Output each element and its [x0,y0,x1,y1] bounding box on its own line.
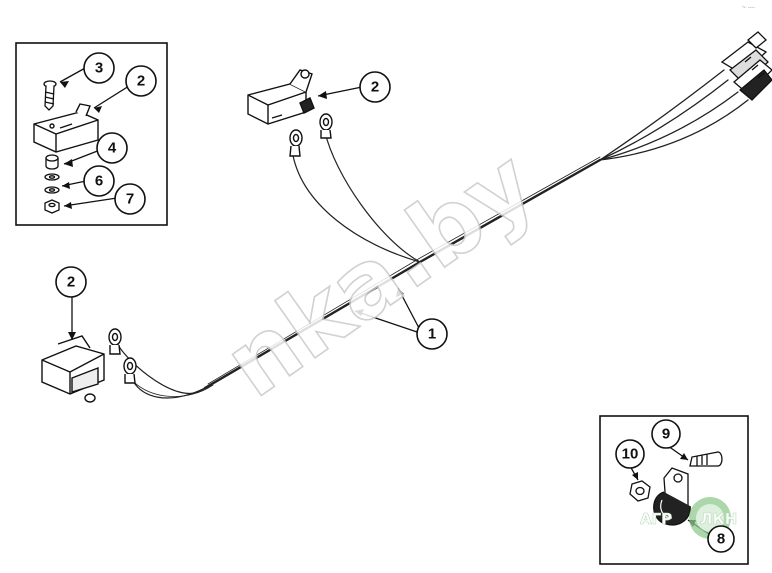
callout-circle [83,165,115,197]
callout-circle [651,419,681,449]
harness-connector [720,31,772,101]
screw-icon [43,80,57,111]
callout-10-inset-clamp: 10 [615,439,645,469]
inset-switch-body [33,103,99,153]
callout-label: 6 [95,173,103,190]
callout-1-main: 1 [416,318,448,350]
callout-3-inset-switch: 3 [83,52,115,84]
callout-circle [114,183,146,215]
callout-9-inset-clamp: 9 [651,419,681,449]
callout-label: 1 [428,326,436,343]
watermark-text: nka.by [206,130,554,418]
callout-group: 1 2 2 3 2 46 7 9 10 8 [55,52,735,553]
callout-circle [707,525,735,553]
svg-text:AГР: AГР [640,510,672,528]
wiring-harness [116,69,749,399]
callout-6-inset-switch: 6 [83,165,115,197]
callout-label: 7 [126,191,134,208]
callout-4-inset-switch: 4 [96,132,128,164]
callout-circle [125,65,157,97]
callout-label: 2 [371,79,379,96]
svg-text:ЛКН: ЛКН [700,510,737,528]
hardware-stack [44,154,60,214]
callout-label: 8 [717,531,725,548]
callout-2-inset-switch: 2 [125,65,157,97]
callout-label: 4 [108,140,117,157]
callout-2-main: 2 [359,71,391,103]
bolt-icon [689,451,723,467]
clamp-nut-icon [629,480,651,502]
callout-label: 10 [622,446,639,463]
callout-circle [96,132,128,164]
left-switch [41,335,105,403]
callout-circle [615,439,645,469]
callout-circle [55,266,87,298]
callout-2-main: 2 [55,266,87,298]
callout-label: 3 [95,60,103,77]
callout-circle [359,71,391,103]
callout-8-inset-clamp: 8 [707,525,735,553]
left-ring-terminals [108,328,137,384]
callout-circle [416,318,448,350]
clamp-icon [653,467,691,526]
upper-ring-terminals [289,113,333,157]
callout-label: 2 [137,73,145,90]
callout-label: 2 [67,274,75,291]
callout-label: 9 [662,426,670,443]
callout-7-inset-switch: 7 [114,183,146,215]
corner-mark: ~ ---- [742,5,755,11]
upper-switch [247,69,315,125]
callout-circle [83,52,115,84]
